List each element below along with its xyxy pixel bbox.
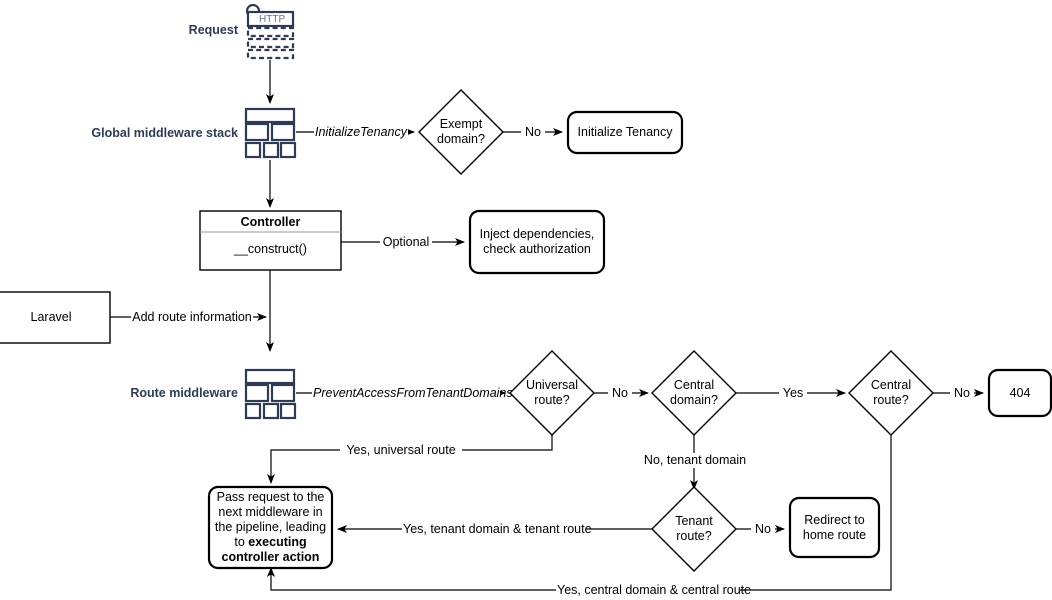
node-redirect-home-route-label: Redirect to home route — [790, 498, 879, 557]
node-controller-title: Controller — [240, 215, 301, 229]
middleware-stack-icon-global — [244, 107, 297, 159]
node-inject-dependencies — [468, 209, 606, 275]
node-laravel-label: Laravel — [0, 292, 110, 343]
label-request: Request — [188, 23, 238, 37]
pass-request-line-1: Pass request to the — [216, 490, 325, 504]
node-initialize-tenancy-label: Initialize Tenancy — [568, 112, 682, 153]
edge-label-no-tenant-domain: No, tenant domain — [634, 453, 756, 468]
node-laravel-text: Laravel — [30, 310, 72, 324]
node-central-route-label: Central route? — [851, 369, 931, 417]
node-redirect-home-route-text: Redirect to home route — [802, 512, 867, 542]
node-exempt-domain-label: Exempt domain? — [419, 108, 503, 156]
node-laravel — [0, 291, 111, 344]
node-universal-route-label: Universal route? — [512, 369, 592, 417]
node-initialize-tenancy-text: Initialize Tenancy — [577, 125, 673, 139]
edge-label-central-domain-yes: Yes — [779, 386, 807, 401]
label-global-middleware-stack: Global middleware stack — [91, 126, 238, 140]
node-tenant-route — [651, 486, 737, 572]
node-central-domain-label: Central domain? — [654, 369, 734, 417]
pass-request-line-2: next middleware in — [218, 505, 323, 519]
edge-label-initialize-tenancy: InitializeTenancy — [314, 125, 408, 140]
node-404 — [987, 368, 1052, 418]
edge-label-central-route-no: No — [950, 386, 974, 401]
node-pass-request-text: Pass request to the next middleware in t… — [215, 490, 326, 565]
node-controller-member: __construct() — [234, 242, 307, 256]
node-central-domain-text: Central domain? — [670, 378, 718, 407]
node-exempt-domain — [418, 89, 504, 175]
node-tenant-route-label: Tenant route? — [654, 505, 734, 553]
pass-request-bold-2: controller action — [221, 550, 320, 564]
edge-label-optional: Optional — [380, 235, 432, 250]
node-exempt-domain-text: Exempt domain? — [437, 117, 485, 146]
edge-label-yes-universal-route: Yes, universal route — [340, 443, 462, 458]
pass-request-line-3: the pipeline, leading — [214, 520, 327, 534]
edge-label-tenant-route-no: No — [751, 522, 775, 537]
http-request-icon — [245, 3, 295, 60]
node-pass-request — [207, 485, 334, 570]
node-controller-member-wrap: __construct() — [200, 242, 341, 256]
edge-label-prevent-access: PreventAccessFromTenantDomains — [312, 386, 513, 401]
edge-label-yes-central-domain-central-route: Yes, central domain & central route — [556, 583, 752, 598]
node-central-route-text: Central route? — [870, 378, 912, 407]
node-universal-route-text: Universal route? — [525, 378, 579, 407]
node-tenant-route-text: Tenant route? — [675, 514, 713, 543]
node-redirect-home-route — [788, 496, 881, 559]
middleware-stack-icon-route — [244, 368, 297, 420]
edge-label-universal-no: No — [608, 386, 632, 401]
node-initialize-tenancy — [566, 110, 684, 155]
node-404-text: 404 — [1009, 385, 1031, 400]
edge-label-exempt-no: No — [521, 125, 545, 140]
pass-request-bold-1: executing — [248, 535, 307, 549]
edge-label-yes-tenant-domain-tenant-route: Yes, tenant domain & tenant route — [402, 522, 592, 537]
node-pass-request-label: Pass request to the next middleware in t… — [209, 487, 332, 568]
http-icon-caption: HTTP — [259, 14, 286, 25]
label-route-middleware: Route middleware — [130, 386, 238, 400]
node-inject-dependencies-label: Inject dependencies, check authorization — [470, 211, 604, 273]
node-controller — [199, 210, 342, 271]
node-controller-title-wrap: Controller — [200, 215, 341, 229]
pass-request-line-4: to — [234, 535, 249, 549]
node-404-label: 404 — [989, 370, 1051, 416]
edge-label-add-route-information: Add route information — [131, 310, 253, 325]
node-inject-dependencies-text: Inject dependencies, check authorization — [479, 227, 595, 256]
